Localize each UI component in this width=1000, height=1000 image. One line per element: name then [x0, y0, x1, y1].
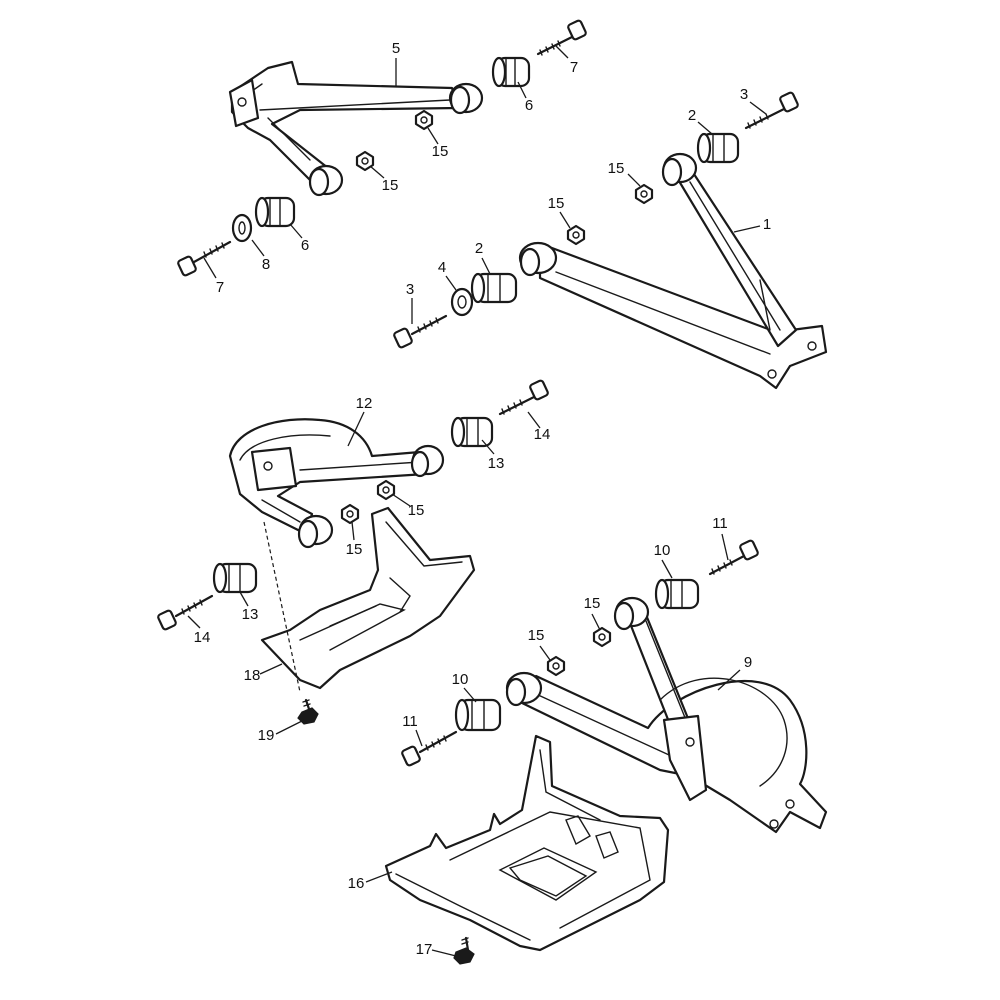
- callouts: 5 7 6 15 15 6 8 7 3 2 15 1 15 2 4 3 12 1…: [194, 40, 772, 958]
- callout-13-lower: 13: [242, 606, 259, 623]
- callout-4: 4: [438, 259, 446, 276]
- bushing-13-top: [450, 416, 494, 448]
- callout-11-top: 11: [712, 515, 728, 532]
- nut-15-h: [546, 655, 566, 677]
- bolt-3-top: [744, 91, 799, 130]
- lower-arm-9-assembly: [384, 539, 828, 965]
- bushing-13-lower: [212, 562, 258, 594]
- callout-3-left: 3: [406, 281, 414, 298]
- callout-18: 18: [244, 667, 261, 684]
- lower-arm-1-assembly: [393, 91, 828, 390]
- callout-14-top: 14: [534, 426, 551, 443]
- callout-11-left: 11: [402, 713, 418, 730]
- bolt-7-lower: [177, 240, 232, 277]
- callout-15-e: 15: [408, 502, 425, 519]
- skid-guard-18: [260, 506, 476, 690]
- leader-lines: [187, 45, 767, 957]
- upper-arm-12: [228, 418, 428, 536]
- callout-15-c: 15: [608, 160, 625, 177]
- bolt-14-lower: [157, 594, 214, 631]
- callout-15-f: 15: [346, 541, 363, 558]
- callout-17: 17: [416, 941, 433, 958]
- callout-1: 1: [763, 216, 771, 233]
- nut-15-e: [376, 479, 396, 501]
- callout-2-top: 2: [688, 107, 696, 124]
- callout-16: 16: [348, 875, 365, 892]
- callout-15-a: 15: [432, 143, 449, 160]
- callout-5: 5: [392, 40, 400, 57]
- lower-arm-1: [538, 246, 828, 390]
- callout-15-g: 15: [584, 595, 601, 612]
- nut-15-d: [566, 224, 586, 246]
- callout-10-top: 10: [654, 542, 671, 559]
- bolt-3-left: [393, 314, 448, 349]
- callout-19: 19: [258, 727, 275, 744]
- bolt-7-top: [536, 19, 587, 56]
- bushing-2-left: [470, 272, 518, 304]
- upper-arm-5-assembly: [177, 19, 587, 277]
- washer-4: [450, 287, 474, 317]
- callout-15-b: 15: [382, 177, 399, 194]
- washer-8: [231, 213, 253, 243]
- bushing-6-top: [491, 56, 531, 88]
- bolt-14-top: [498, 379, 549, 416]
- upper-arm-5: [230, 60, 460, 192]
- callout-6-top: 6: [525, 97, 533, 114]
- callout-14-lower: 14: [194, 629, 211, 646]
- nut-15-g: [592, 626, 612, 648]
- bushing-10-top: [654, 578, 700, 610]
- screw-19: [297, 698, 319, 725]
- callout-13-top: 13: [488, 455, 505, 472]
- callout-3-top: 3: [740, 86, 748, 103]
- callout-15-h: 15: [528, 627, 545, 644]
- callout-6-lower: 6: [301, 237, 309, 254]
- bolt-11-top: [708, 539, 759, 576]
- nut-15-a: [414, 109, 434, 131]
- callout-2-left: 2: [475, 240, 483, 257]
- bushing-6-lower: [254, 196, 296, 228]
- nut-15-c: [634, 183, 654, 205]
- nut-15-f: [340, 503, 360, 525]
- callout-7-lower: 7: [216, 279, 224, 296]
- callout-12: 12: [356, 395, 373, 412]
- screw-17: [453, 936, 475, 965]
- skid-guard-16: [384, 734, 670, 952]
- callout-8: 8: [262, 256, 270, 273]
- bolt-11-left: [401, 730, 458, 767]
- callout-7-top: 7: [570, 59, 578, 76]
- callout-9: 9: [744, 654, 752, 671]
- callout-15-d: 15: [548, 195, 565, 212]
- nut-15-b: [355, 150, 375, 172]
- callout-10-left: 10: [452, 671, 469, 688]
- bushing-10-left: [454, 698, 502, 732]
- bushing-2-top: [696, 132, 740, 164]
